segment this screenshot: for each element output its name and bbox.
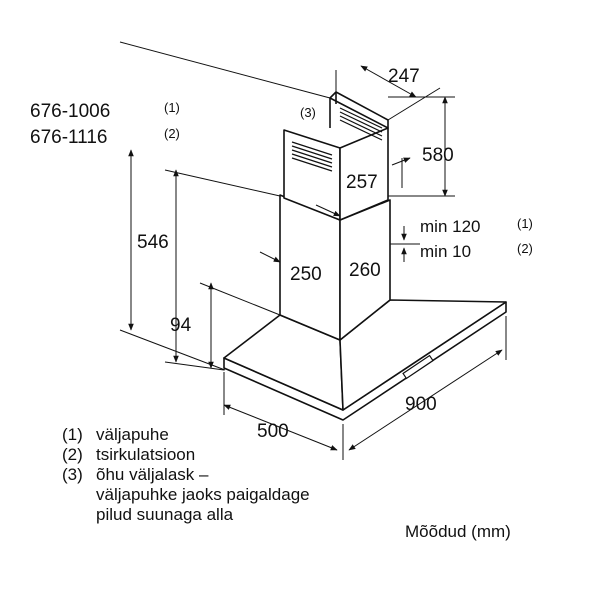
dimension-lines [119, 41, 507, 460]
legend: (1) väljapuhe (2) tsirkulatsioon (3) õhu… [62, 425, 310, 525]
min-gap-1-label: min 120 [420, 217, 480, 236]
total-height-1-label: 676-1006 [30, 101, 110, 122]
legend-text: õhu väljalask – väljapuhke jaoks paigald… [96, 465, 310, 524]
chimney-upper-height-label: 580 [422, 145, 454, 166]
legend-item-2: (2) tsirkulatsioon [62, 445, 310, 465]
legend-text: väljapuhe [96, 425, 169, 444]
hood-outline [223, 91, 507, 421]
chimney-depth-label: 247 [388, 66, 420, 87]
chimney-inner-width-label: 257 [346, 172, 378, 193]
min-gap-1-ref: (1) [517, 216, 533, 231]
legend-text: tsirkulatsioon [96, 445, 196, 464]
duct-depth-label: 260 [349, 260, 381, 281]
min-gap-2-ref: (2) [517, 241, 533, 256]
legend-item-1: (1) väljapuhe [62, 425, 310, 445]
vent-marker-label: (3) [300, 105, 316, 120]
units-note: Mõõdud (mm) [405, 522, 511, 541]
total-height-2-ref: (2) [164, 126, 180, 141]
canopy-height-label: 94 [170, 315, 192, 336]
duct-width-label: 250 [290, 264, 322, 285]
hood-depth-label: 500 [257, 421, 289, 442]
air-outlet-vents [291, 107, 383, 172]
min-gap-2-label: min 10 [420, 242, 471, 261]
legend-number: (1) [62, 425, 83, 444]
hood-width-label: 900 [405, 394, 437, 415]
legend-number: (2) [62, 445, 83, 464]
total-height-1-ref: (1) [164, 100, 180, 115]
upper-chimney-back [329, 91, 389, 129]
legend-number: (3) [62, 465, 83, 484]
chimney-height-label: 546 [137, 232, 169, 253]
total-height-2-label: 676-1116 [30, 127, 107, 148]
legend-item-3: (3) õhu väljalask – väljapuhke jaoks pai… [62, 465, 310, 525]
